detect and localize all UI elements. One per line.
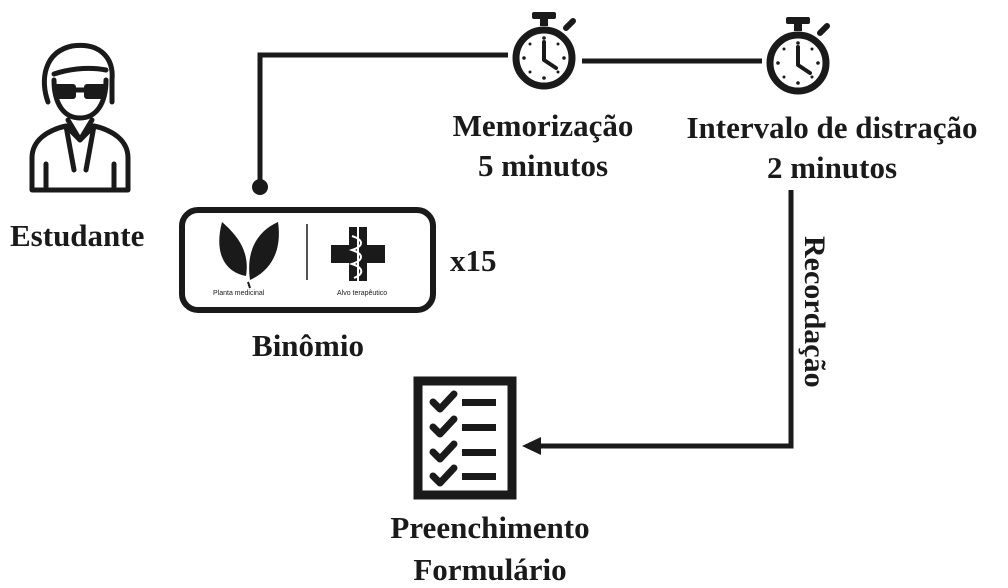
recall-label: Recordação bbox=[798, 236, 831, 388]
student-label: Estudante bbox=[10, 218, 145, 253]
connector-lines bbox=[257, 52, 794, 449]
form-title-line2: Formulário bbox=[413, 552, 567, 587]
binomial-card bbox=[179, 207, 436, 313]
stopwatch-icon bbox=[766, 17, 830, 95]
form-title-line1: Preenchimento bbox=[390, 510, 590, 545]
left-caption: Planta medicinal bbox=[213, 290, 265, 297]
right-caption: Alvo terapêutico bbox=[337, 290, 388, 297]
connector-start-dot bbox=[252, 179, 268, 195]
arrowhead-icon bbox=[522, 437, 541, 455]
leaf-icon bbox=[219, 222, 279, 289]
checklist-icon bbox=[413, 376, 517, 500]
binomial-label: Binômio bbox=[252, 328, 364, 363]
distraction-duration: 2 minutos bbox=[766, 150, 898, 185]
distraction-title: Intervalo de distração bbox=[686, 110, 978, 145]
binomial-count: x15 bbox=[450, 243, 497, 278]
memorization-title: Memorização bbox=[452, 108, 634, 143]
memorization-duration: 5 minutos bbox=[477, 148, 609, 183]
student-woman-icon bbox=[29, 42, 131, 193]
caduceus-cross-icon bbox=[331, 226, 385, 282]
connector-binomial-to-memorization bbox=[257, 52, 508, 187]
stopwatch-icon bbox=[512, 12, 576, 90]
connector-recall-to-form bbox=[538, 190, 794, 449]
